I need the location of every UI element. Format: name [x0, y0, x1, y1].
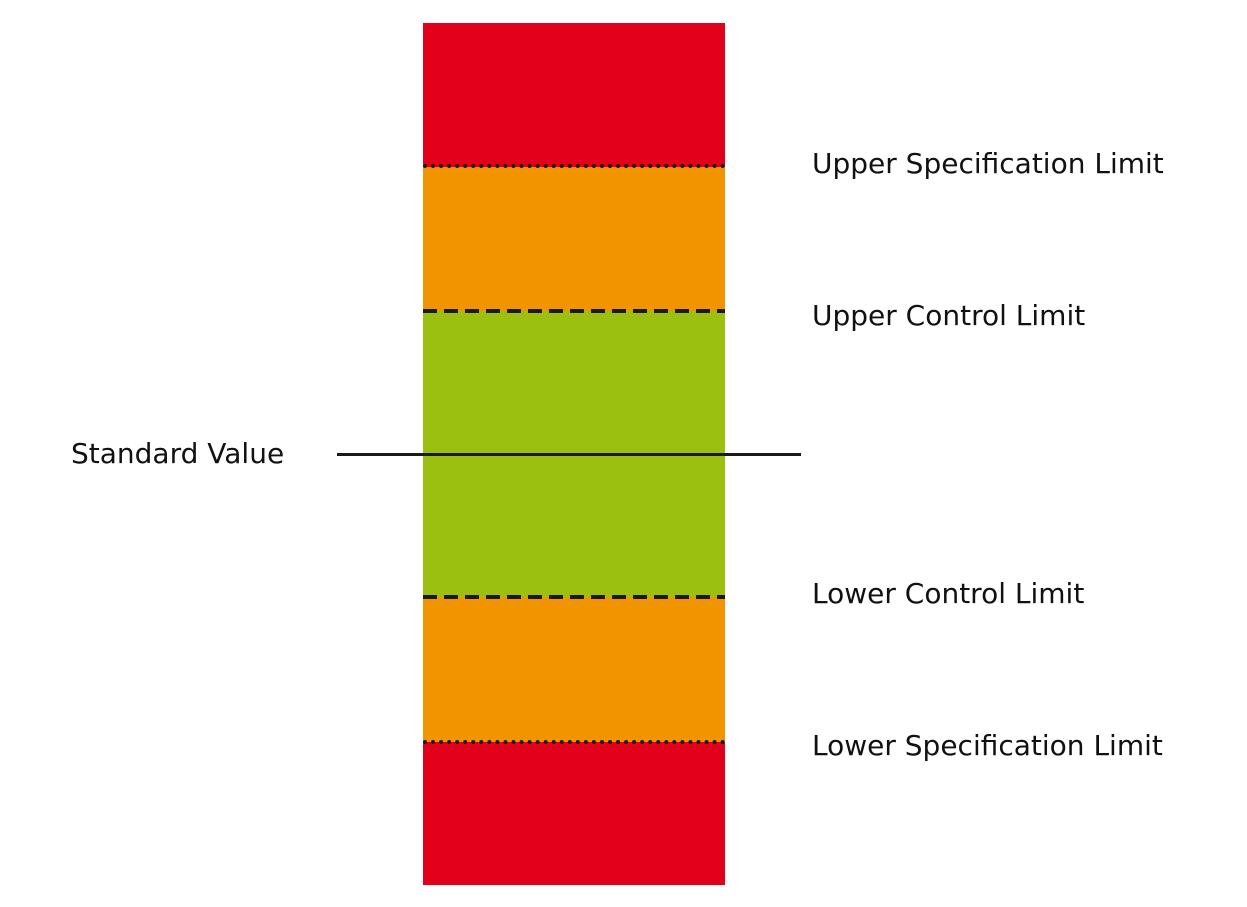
- zone-lower-red: [423, 742, 725, 885]
- lower-specification-limit-line: [423, 740, 725, 744]
- standard-value-line: [337, 453, 801, 456]
- upper-control-limit-line: [423, 309, 725, 313]
- lower-control-limit-label: Lower Control Limit: [812, 577, 1085, 610]
- zone-lower-orange: [423, 597, 725, 742]
- upper-control-limit-label: Upper Control Limit: [812, 299, 1086, 332]
- upper-specification-limit-label: Upper Specification Limit: [812, 147, 1164, 180]
- zone-upper-red: [423, 23, 725, 167]
- zone-upper-orange: [423, 167, 725, 311]
- standard-value-label: Standard Value: [71, 437, 285, 470]
- upper-specification-limit-line: [423, 164, 725, 168]
- lower-specification-limit-label: Lower Specification Limit: [812, 729, 1163, 762]
- lower-control-limit-line: [423, 595, 725, 599]
